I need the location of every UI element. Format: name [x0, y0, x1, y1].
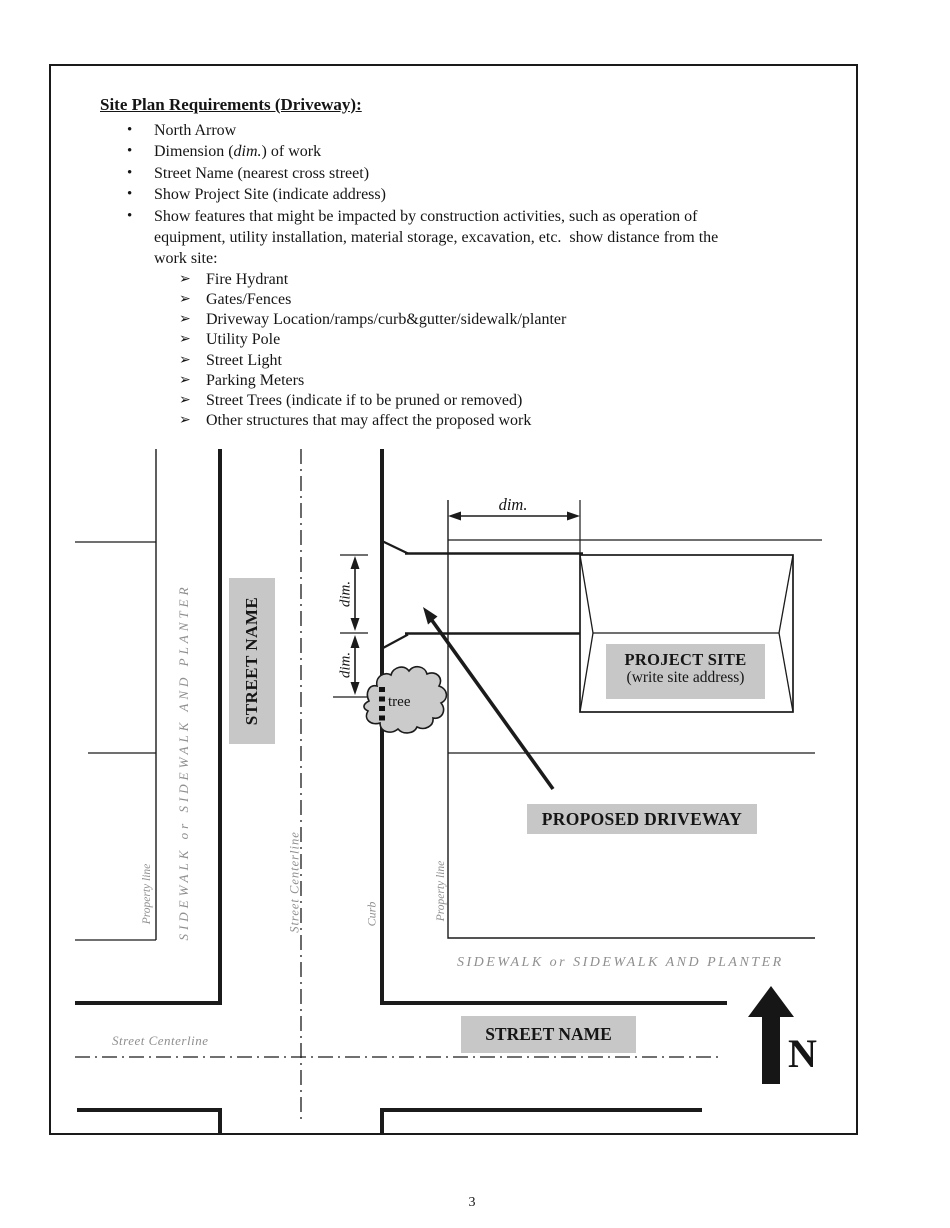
sidewalk-horizontal-label: SIDEWALK or SIDEWALK AND PLANTER [457, 955, 784, 970]
sub-bullet-text: Fire Hydrant [206, 270, 289, 288]
sub-bullet-text: Other structures that may affect the pro… [206, 412, 532, 430]
street-name-vertical-label: STREET NAME [242, 596, 261, 726]
curb-label: Curb [364, 901, 379, 927]
sub-bullet-text: Street Trees (indicate if to be pruned o… [206, 392, 523, 410]
arrow-bullet-icon: ➢ [179, 292, 191, 308]
bullet-text-italic: dim. [233, 143, 262, 161]
arrow-bullet-icon: ➢ [179, 352, 191, 368]
arrow-bullet-icon: ➢ [179, 413, 191, 429]
project-site-title: PROJECT SITE [624, 650, 747, 669]
bullet-text: Show Project Site (indicate address) [154, 186, 386, 204]
list-item: • Dimension (dim.) of work [100, 141, 700, 162]
sidewalk-vertical-label: SIDEWALK or SIDEWALK AND PLANTER [176, 583, 191, 941]
list-item: ➢ Fire Hydrant [100, 270, 700, 290]
requirements-section: Site Plan Requirements (Driveway): • Nort… [100, 95, 718, 432]
bullet-icon: • [127, 122, 133, 138]
street-name-horizontal-label: STREET NAME [461, 1016, 636, 1053]
list-item: ➢ Street Trees (indicate if to be pruned … [100, 391, 700, 411]
bullet-text: Show features that might be impacted by … [154, 207, 723, 268]
list-item: ➢ Other structures that may affect the pr… [100, 411, 700, 431]
street-centerline-horizontal-label: Street Centerline [112, 1033, 209, 1048]
street-centerline-vertical-label: Street Centerline [287, 831, 302, 933]
arrow-bullet-icon: ➢ [179, 332, 191, 348]
sub-bullet-text: Street Light [206, 351, 282, 369]
impacted-features-list: ➢ Fire Hydrant ➢ Gates/Fences ➢ Driveway Lo… [100, 270, 700, 432]
dim-label-vertical-upper: dim. [337, 580, 354, 608]
project-site-subtitle: (write site address) [626, 669, 745, 686]
page-number: 3 [468, 1195, 476, 1210]
bullet-text: ) of work [261, 143, 322, 161]
list-item: ➢ Gates/Fences [100, 290, 700, 310]
tree-label: tree [388, 694, 411, 710]
list-item: ➢ Parking Meters [100, 371, 700, 391]
arrow-bullet-icon: ➢ [179, 312, 191, 328]
sub-bullet-text: Gates/Fences [206, 291, 292, 309]
list-item: • North Arrow [100, 120, 700, 141]
requirements-list: • North Arrow • Dimension (dim.) of work •… [100, 120, 718, 270]
bullet-text: Street Name (nearest cross street) [154, 164, 370, 182]
arrow-bullet-icon: ➢ [179, 271, 191, 287]
bullet-icon: • [127, 186, 133, 203]
bullet-icon: • [127, 164, 133, 181]
project-site-label-box: PROJECT SITE (write site address) [606, 644, 765, 699]
north-label: N [788, 1031, 817, 1076]
property-line-left-label: Property line [141, 863, 153, 925]
property-line-right-label: Property line [435, 860, 447, 922]
sub-bullet-text: Parking Meters [206, 371, 305, 389]
bullet-text: North Arrow [154, 122, 237, 139]
arrow-bullet-icon: ➢ [179, 393, 191, 409]
list-item: ➢ Driveway Location/ramps/curb&gutter/sid… [100, 310, 700, 330]
bullet-icon: • [127, 143, 133, 160]
list-item: ➢ Street Light [100, 351, 700, 371]
sub-bullet-text: Utility Pole [206, 331, 281, 349]
bullet-icon: • [127, 207, 133, 224]
list-item: • Show features that might be impacted by… [100, 206, 739, 270]
list-item: • Street Name (nearest cross street) [100, 163, 700, 184]
arrow-bullet-icon: ➢ [179, 372, 191, 388]
page-frame [49, 64, 858, 1135]
page-title: Site Plan Requirements (Driveway): [100, 95, 362, 114]
list-item: • Show Project Site (indicate address) [100, 184, 700, 205]
list-item: ➢ Utility Pole [100, 330, 700, 350]
sub-bullet-text: Driveway Location/ramps/curb&gutter/side… [206, 311, 567, 329]
proposed-driveway-label: PROPOSED DRIVEWAY [527, 804, 757, 834]
dim-label-horizontal: dim. [498, 495, 528, 514]
bullet-text: Dimension ( [154, 143, 234, 161]
dim-label-vertical-lower: dim. [337, 651, 354, 679]
street-name-vertical-box [229, 578, 275, 744]
